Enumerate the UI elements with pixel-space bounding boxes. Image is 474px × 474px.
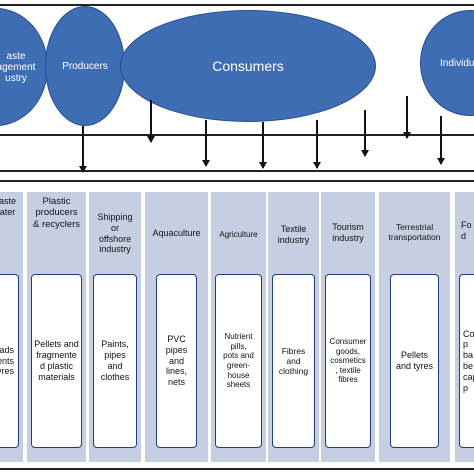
column-title: Terrestrial transportation [388,222,441,243]
column-tourism: Tourism industry Consumer goods, cosmeti… [321,192,375,462]
arrow-down [259,122,267,169]
column-plastic-producers: Plastic producers & recyclers Pellets an… [27,192,86,462]
column-body: Consumer goods, cosmetics , textile fibr… [329,337,367,385]
column-box: Fibres and clothing [272,274,315,448]
column-title: Plastic producers & recyclers [33,196,80,230]
column-body: Fibres and clothing [278,345,309,377]
consumers-label: Consumers [212,58,284,74]
flow-baseline [0,134,474,136]
column-aquaculture: Aquaculture PVC pipes and lines, nets [145,192,208,462]
column-title: Tourism industry [332,222,364,243]
column-title: Aquaculture [152,228,201,238]
column-box: Nutrient pills, pots and green- house sh… [215,274,262,448]
individuals-label: Individu [440,57,474,69]
column-box: Con p ba be cap p [459,274,474,448]
column-body: eads ents tyres [0,344,14,377]
column-terrestrial-transportation: Terrestrial transportation Pellets and t… [379,192,450,462]
column-title: aste ater [0,196,16,217]
column-shipping: Shipping or offshore industry Paints, pi… [89,192,141,462]
column-title: Shipping or offshore industry [97,212,133,255]
column-box: eads ents tyres [0,274,19,448]
column-body: Pellets and tyres [395,350,434,371]
arrow-down [147,100,155,143]
column-box: Consumer goods, cosmetics , textile fibr… [325,274,371,448]
arrow-down [313,120,321,169]
column-box: Pellets and tyres [390,274,439,448]
arrow-down [403,96,411,139]
producers-ellipse: Producers [45,6,125,126]
column-box: PVC pipes and lines, nets [156,274,197,448]
column-agriculture: Agriculture Nutrient pills, pots and gre… [211,192,266,462]
arrow-down [361,110,369,157]
column-title: Agriculture [219,230,258,239]
column-body: Pellets and fragmente d plastic material… [34,339,79,382]
column-box: Paints, pipes and clothes [93,274,137,448]
waste-management-label: aste agement ustry [0,50,36,84]
column-wastewater: aste ater eads ents tyres [0,192,23,462]
arrow-down [79,126,87,173]
producers-label: Producers [62,60,108,72]
column-textile: Textile industry Fibres and clothing [268,192,319,462]
column-body: Paints, pipes and clothes [100,339,130,382]
column-title: Textile industry [277,224,310,245]
arrow-down [202,120,210,167]
column-body: Con p ba be cap p [463,328,474,393]
flow-frame [0,4,474,172]
column-body: PVC pipes and lines, nets [165,334,188,388]
arrow-down [437,116,445,165]
column-body: Nutrient pills, pots and green- house sh… [223,332,254,390]
column-food: Fo d Con p ba be cap p [455,192,474,462]
column-title: Fo d [461,220,472,241]
column-box: Pellets and fragmente d plastic material… [31,274,82,448]
consumers-ellipse: Consumers [120,10,376,122]
